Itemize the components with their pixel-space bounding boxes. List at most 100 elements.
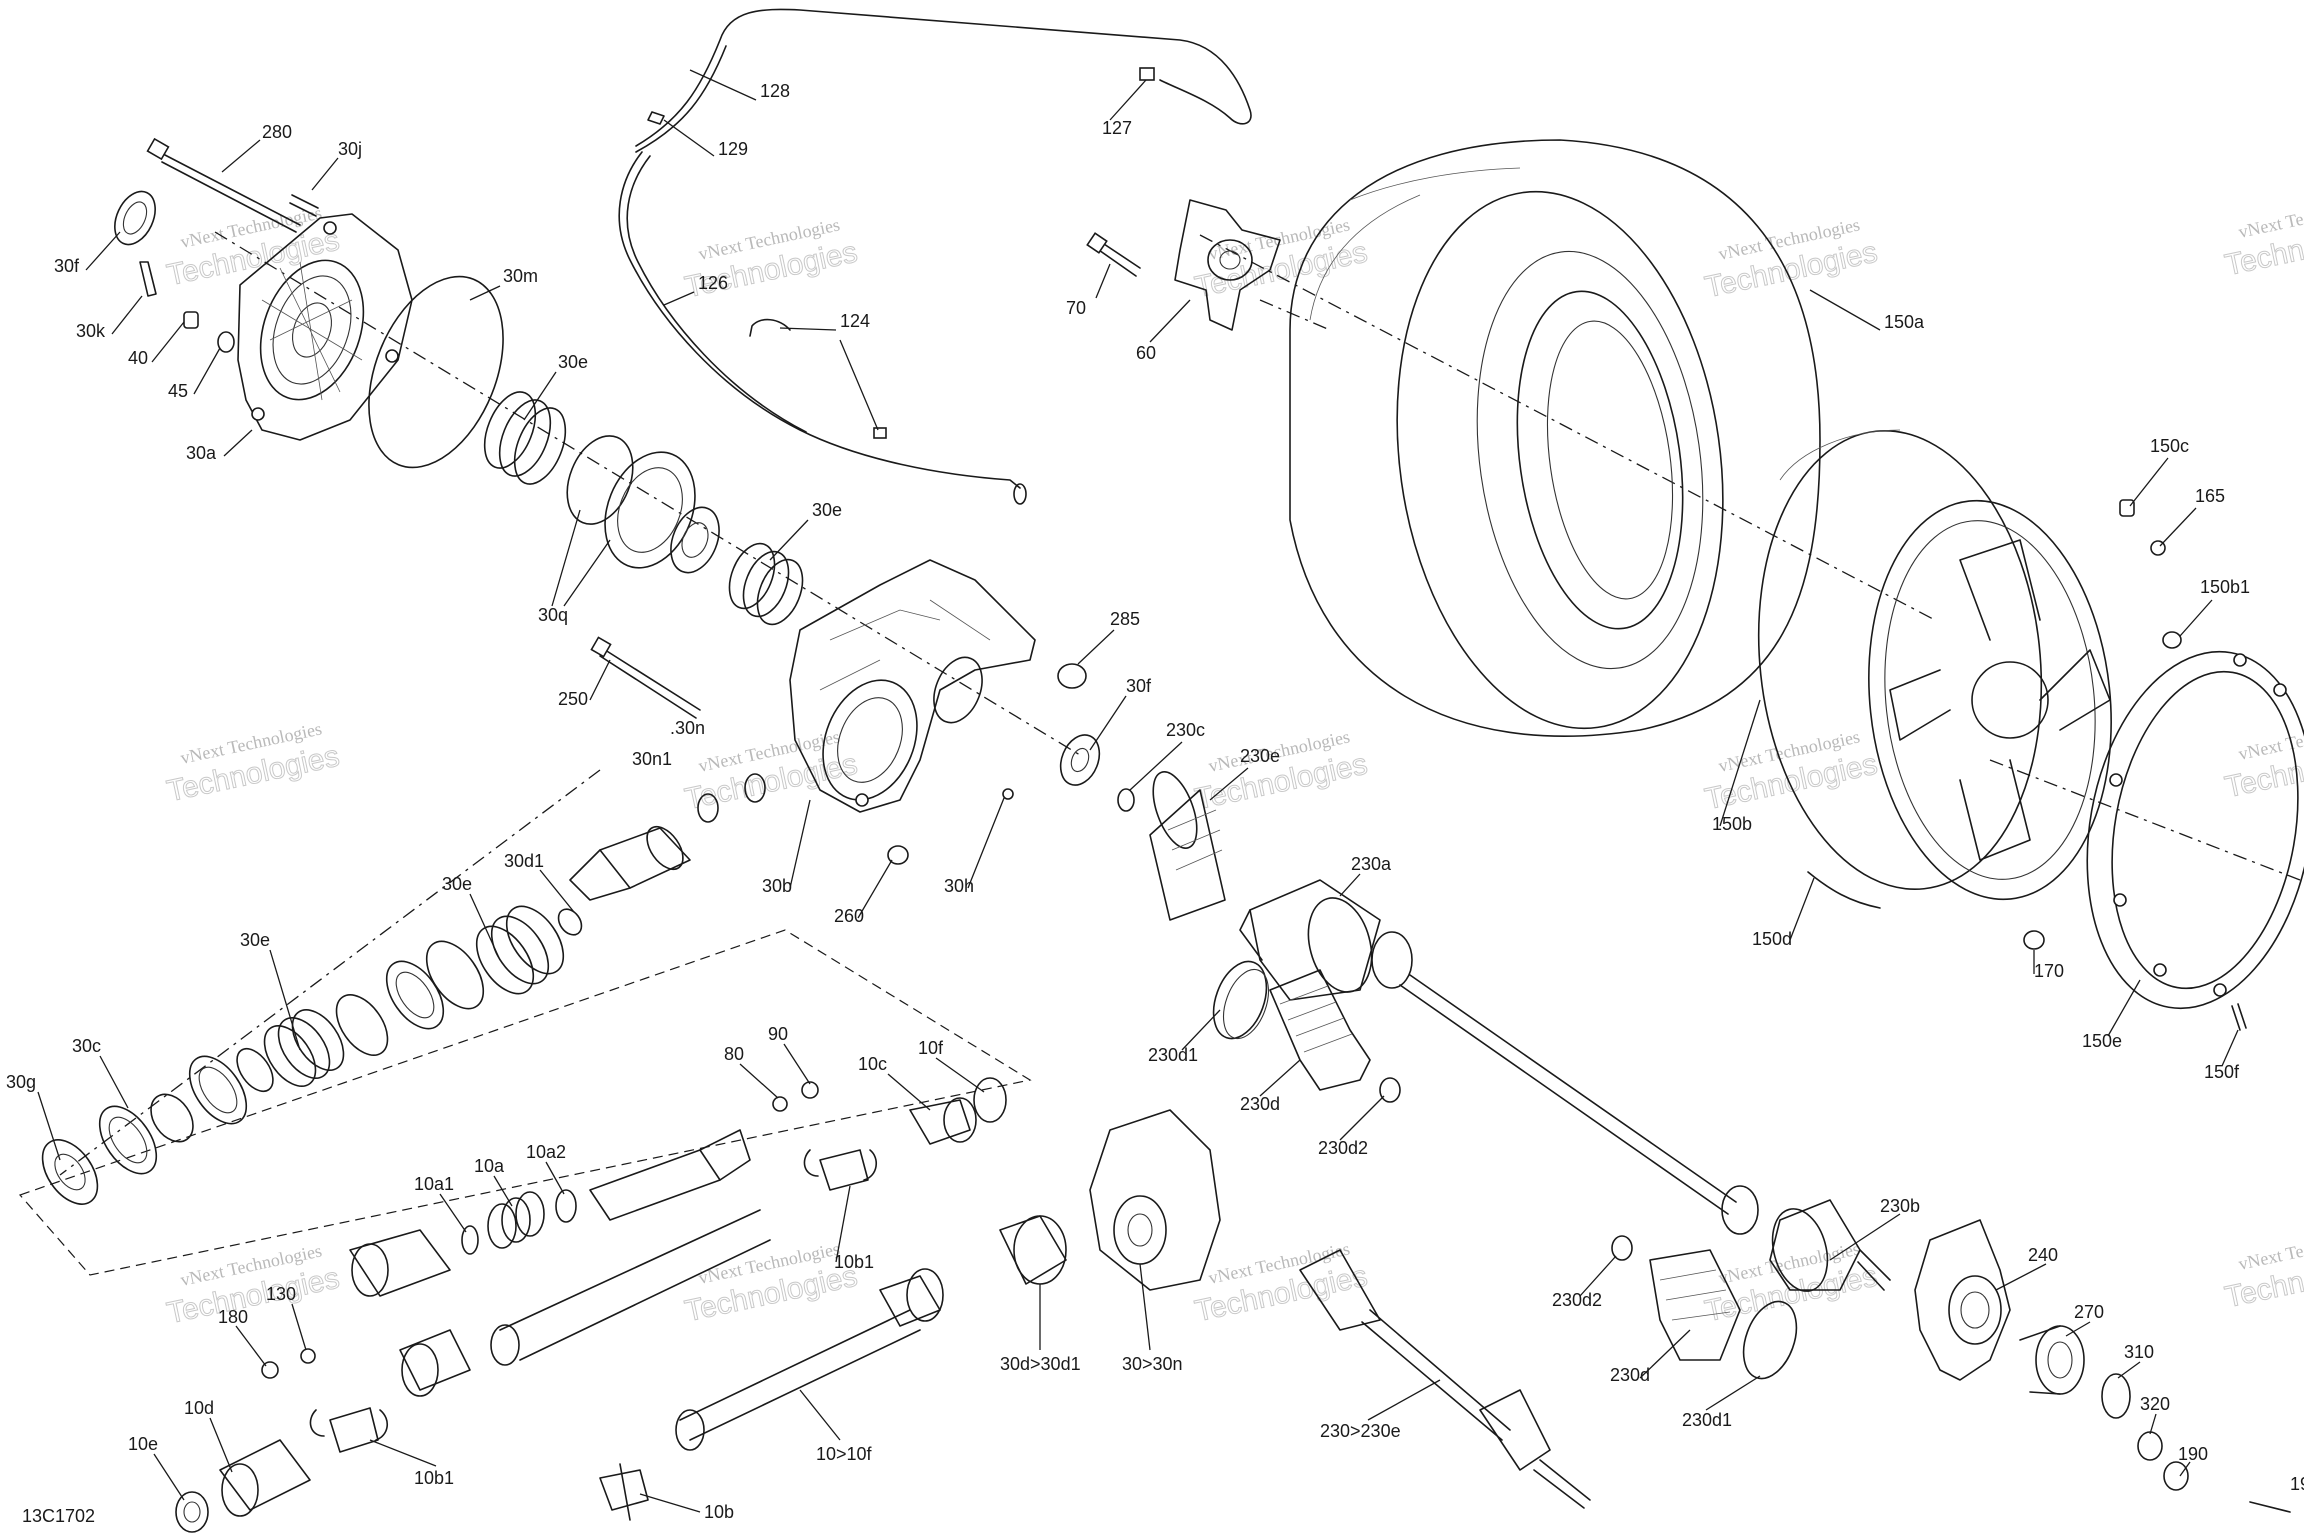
driveshaft-tube <box>490 1209 771 1366</box>
knuckle-60 <box>1174 199 1281 331</box>
o-ring-30m <box>368 275 504 469</box>
slip-yoke-10a <box>589 1129 751 1221</box>
boot-230c <box>1149 771 1226 921</box>
callout-30m: 30m <box>503 266 538 286</box>
output-shaft-30d1 <box>569 825 691 901</box>
plug-40 <box>183 311 199 329</box>
callout-30b: 30b <box>762 876 792 896</box>
clamp-230c <box>1117 788 1135 812</box>
bolt-80 <box>772 1096 788 1112</box>
yoke-10c <box>909 1097 977 1145</box>
callout-230d1: 230d1 <box>1148 1045 1198 1065</box>
bushing-30n1 <box>697 793 719 823</box>
seal-30g <box>41 1139 99 1205</box>
bolt-150f <box>2231 1003 2247 1031</box>
callout-10a1: 10a1 <box>414 1174 454 1194</box>
seal-30f-top <box>114 190 156 246</box>
axle-shaft-230 <box>1371 931 1759 1235</box>
callout-230d2: 230d2 <box>1318 1138 1368 1158</box>
gearbox-housing <box>789 559 1036 813</box>
clamp-230d2-top <box>1379 1077 1401 1103</box>
seal-10f <box>973 1077 1007 1123</box>
beadlock-ring-150e <box>2086 650 2304 1010</box>
boot-230d-top <box>1269 969 1371 1091</box>
washer-180 <box>261 1361 279 1379</box>
callout-230b: 230b <box>1880 1196 1920 1216</box>
yoke-10d <box>219 1439 311 1517</box>
callout-30a: 30a <box>186 443 217 463</box>
clamp-230d2-bot <box>1611 1235 1633 1261</box>
boot-230d-bot <box>1649 1249 1741 1361</box>
callout-310: 310 <box>2124 1342 2154 1362</box>
callout-30f: 30f <box>1126 676 1152 696</box>
callout-10b1: 10b1 <box>834 1252 874 1272</box>
callout-180: 180 <box>218 1307 248 1327</box>
washer-30d1 <box>557 908 583 936</box>
bushing-30n <box>744 773 766 803</box>
bolt-250-head <box>590 636 612 658</box>
callout-labels: 280 30j 30f 30k 40 45 30m 30e 30a 30q 30… <box>6 81 2304 1522</box>
callout-230-230e: 230>230e <box>1320 1421 1401 1441</box>
callout-280: 280 <box>262 122 292 142</box>
callout-30j: 30j <box>338 139 362 159</box>
leader-lines <box>37 69 2239 1513</box>
callout-150f: 150f <box>2204 1062 2240 1082</box>
coupler-30d <box>999 1215 1067 1285</box>
callout-170: 170 <box>2034 961 2064 981</box>
gear-30q <box>566 435 720 574</box>
yoke-10d-lower <box>399 1329 471 1397</box>
bearing-270 <box>2019 1325 2085 1395</box>
callout-30-30n: 30>30n <box>1122 1354 1183 1374</box>
callout-285: 285 <box>1110 609 1140 629</box>
callout-260: 260 <box>834 906 864 926</box>
nut-170 <box>2023 930 2045 950</box>
tire-150a <box>1289 139 1821 737</box>
callout-129: 129 <box>718 139 748 159</box>
callout-150e: 150e <box>2082 1031 2122 1051</box>
callout-250: 250 <box>558 689 588 709</box>
bolt-280 <box>146 137 301 233</box>
yoke-10d-top <box>349 1229 451 1297</box>
boot-10a <box>487 1191 545 1249</box>
plug-30h <box>1002 788 1014 800</box>
callout-230d2: 230d2 <box>1552 1290 1602 1310</box>
bearing-30c <box>188 1055 248 1125</box>
callout-150c: 150c <box>2150 436 2189 456</box>
callout-40: 40 <box>128 348 148 368</box>
u-joint-10b1-left <box>309 1407 388 1453</box>
gearbox-cover <box>237 213 413 441</box>
vent-hose <box>618 8 1252 505</box>
callout-30n1: 30n1 <box>632 749 672 769</box>
bearing-30c-2 <box>98 1105 158 1175</box>
clip-124b <box>873 427 887 439</box>
washer-45 <box>217 331 235 353</box>
callout-10a: 10a <box>474 1156 505 1176</box>
cv-joint-230b <box>1769 1199 1891 1292</box>
snap-ring-310 <box>2101 1373 2131 1419</box>
valve-150d <box>1807 871 1881 909</box>
u-joint-10b <box>599 1463 649 1521</box>
callout-230d: 230d <box>1610 1365 1650 1385</box>
callout-150d: 150d <box>1752 929 1792 949</box>
spring-30e-lower <box>263 1009 345 1087</box>
driveshaft-group-box <box>18 929 1032 1276</box>
callout-30g: 30g <box>6 1072 36 1092</box>
callout-45: 45 <box>168 381 188 401</box>
axle-assembly-230-230e <box>1299 1249 1591 1509</box>
bolt-70-head <box>1086 232 1108 254</box>
washer-320 <box>2137 1431 2163 1461</box>
callout-30c: 30c <box>72 1036 101 1056</box>
prop-shaft-10 <box>675 1268 944 1451</box>
cv-joint-230a <box>1239 879 1381 1001</box>
nut-150b1 <box>2162 631 2182 649</box>
callout-127: 127 <box>1102 118 1132 138</box>
callout-30q: 30q <box>538 605 568 625</box>
callout-165: 165 <box>2195 486 2225 506</box>
callout-80: 80 <box>724 1044 744 1064</box>
